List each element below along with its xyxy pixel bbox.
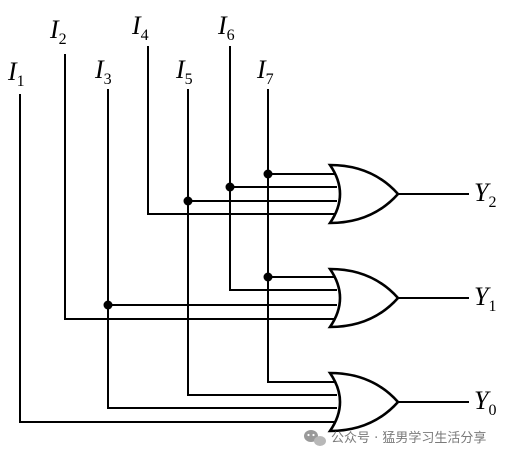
junction-dot bbox=[263, 272, 273, 282]
label-y2: Y2 bbox=[474, 178, 496, 211]
output-wires bbox=[397, 193, 469, 403]
watermark-text: 公众号 · 猛男学习生活分享 bbox=[331, 430, 486, 446]
label-y1: Y1 bbox=[474, 282, 496, 315]
label-y0: Y0 bbox=[474, 386, 496, 419]
junction-dot bbox=[103, 300, 113, 310]
label-i4: I4 bbox=[131, 11, 149, 44]
label-i6: I6 bbox=[217, 11, 235, 44]
gate-y1-wires bbox=[64, 276, 337, 320]
junction-dot bbox=[183, 196, 193, 206]
input-labels: I1 I2 I3 I4 I5 I6 I7 bbox=[7, 11, 274, 90]
gate-y2-wires bbox=[147, 173, 337, 215]
label-i7: I7 bbox=[256, 55, 274, 88]
junction-dot bbox=[225, 182, 235, 192]
watermark: 公众号 · 猛男学习生活分享 bbox=[304, 430, 486, 446]
or-gate-y2 bbox=[327, 163, 400, 225]
junction-dots bbox=[103, 169, 273, 310]
label-i2: I2 bbox=[49, 15, 67, 48]
wechat-icon bbox=[304, 430, 326, 446]
label-i3: I3 bbox=[94, 55, 112, 88]
label-i1: I1 bbox=[7, 57, 25, 90]
input-lines bbox=[19, 46, 269, 423]
or-gate-y1 bbox=[327, 267, 400, 329]
junction-dot bbox=[263, 169, 273, 179]
label-i5: I5 bbox=[175, 55, 193, 88]
gate-y0-wires bbox=[19, 381, 337, 423]
output-labels: Y2 Y1 Y0 bbox=[474, 178, 496, 419]
or-gate-y0 bbox=[327, 371, 400, 433]
